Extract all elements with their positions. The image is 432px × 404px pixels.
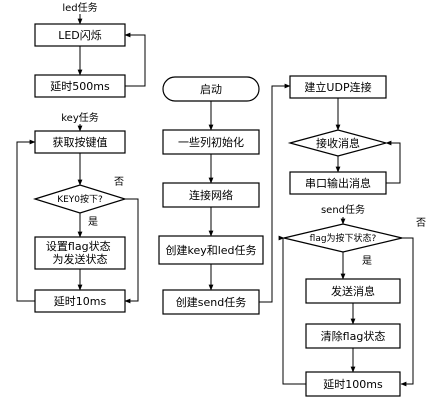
init-label: 一些列初始化	[178, 135, 244, 149]
send-msg-node: 发送消息	[305, 278, 401, 304]
serial-output-node: 串口输出消息	[289, 171, 387, 195]
connect-network-label: 连接网络	[189, 188, 233, 202]
send-task-title: send任务	[321, 203, 365, 216]
key-delay-label: 延时10ms	[54, 295, 107, 308]
udp-establish-node: 建立UDP连接	[289, 75, 387, 99]
send-msg-label: 发送消息	[331, 284, 375, 298]
key-set-flag-node: 设置flag状态 为发送状态	[34, 236, 126, 270]
clear-flag-node: 清除flag状态	[305, 323, 401, 349]
serial-output-label: 串口输出消息	[305, 176, 371, 190]
led-blink-label: LED闪烁	[58, 28, 102, 42]
key-decision-node: KEY0按下?	[32, 184, 128, 214]
led-delay-label: 延时500ms	[50, 80, 110, 93]
create-tasks-label: 创建key和led任务	[165, 243, 256, 257]
send-delay-node: 延时100ms	[305, 371, 401, 397]
key-get-value-label: 获取按键值	[53, 135, 108, 149]
send-delay-label: 延时100ms	[323, 378, 383, 391]
key-set-flag-label: 设置flag状态 为发送状态	[46, 239, 114, 266]
led-task-title: led任务	[62, 1, 97, 14]
key-yes-label: 是	[88, 216, 98, 228]
start-label: 启动	[200, 83, 222, 96]
led-blink-node: LED闪烁	[34, 23, 126, 47]
clear-flag-label: 清除flag状态	[321, 329, 386, 343]
send-decision-label: flag为按下状态?	[310, 232, 377, 244]
start-node: 启动	[162, 76, 260, 102]
udp-receive-node: 接收消息	[287, 129, 389, 157]
udp-establish-label: 建立UDP连接	[304, 80, 371, 94]
led-delay-node: 延时500ms	[34, 74, 126, 98]
create-send-node: 创建send任务	[162, 289, 260, 315]
create-send-label: 创建send任务	[176, 295, 246, 309]
send-no-label: 否	[416, 217, 426, 229]
key-decision-label: KEY0按下?	[57, 193, 103, 205]
key-get-value-node: 获取按键值	[34, 130, 126, 154]
connect-network-node: 连接网络	[162, 182, 260, 208]
udp-receive-label: 接收消息	[316, 136, 360, 150]
send-decision-node: flag为按下状态?	[283, 223, 403, 253]
key-delay-node: 延时10ms	[34, 289, 126, 313]
create-tasks-node: 创建key和led任务	[158, 235, 264, 265]
send-yes-label: 是	[362, 255, 372, 267]
init-node: 一些列初始化	[162, 129, 260, 155]
key-task-title: key任务	[61, 111, 99, 124]
key-no-label: 否	[114, 176, 124, 188]
